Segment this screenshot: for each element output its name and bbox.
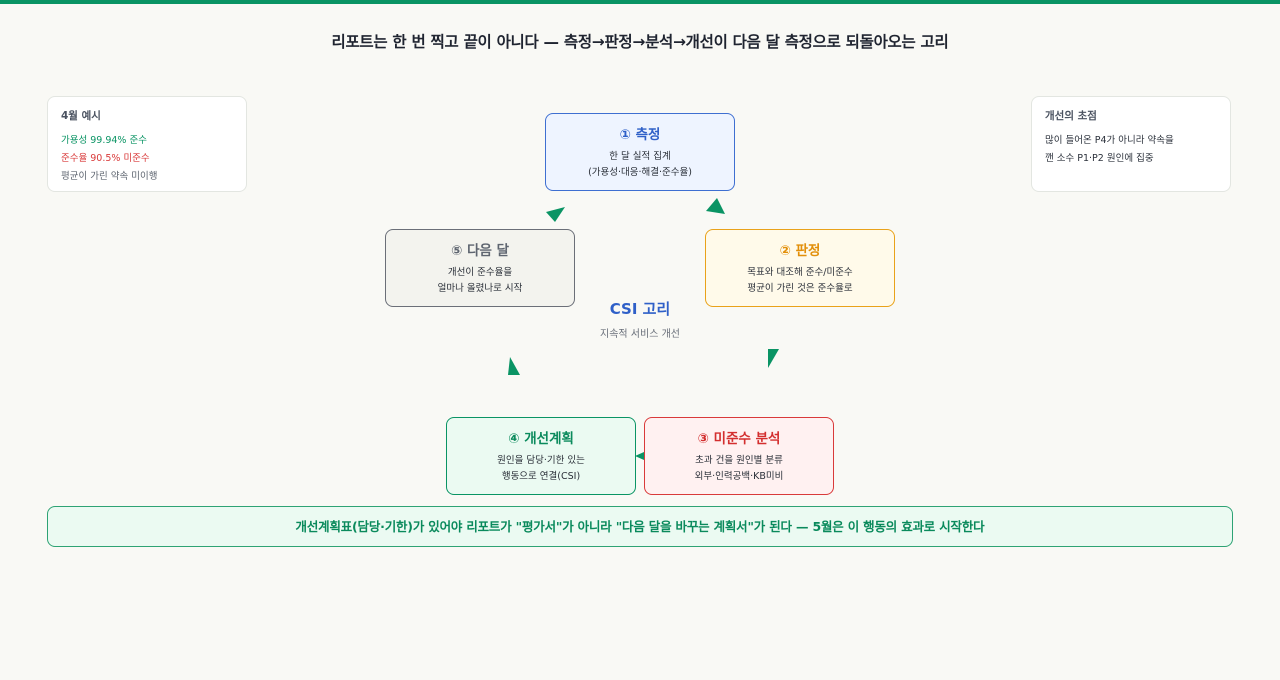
node-plan-line-2: 행동으로 연결(CSI) <box>501 471 581 482</box>
node-plan-title: ④ 개선계획 <box>508 431 574 447</box>
node-plan-line-1: 원인을 담당·기한 있는 <box>497 455 585 466</box>
top-accent-bar <box>0 0 1280 4</box>
example-note: 평균이 가린 약속 미이행 <box>61 171 158 182</box>
focus-card: 개선의 초점 많이 들어온 P4가 아니라 약속을 깬 소수 P1·P2 원인에… <box>1031 96 1231 192</box>
node-judge-title: ② 판정 <box>779 243 821 259</box>
node-measure-line-1: 한 달 실적 집계 <box>609 151 671 162</box>
page-title: 리포트는 한 번 찍고 끝이 아니다 — 측정→판정→분석→개선이 다음 달 측… <box>331 33 949 51</box>
example-card: 4월 예시 가용성 99.94% 준수 준수율 90.5% 미준수 평균이 가린… <box>47 96 247 192</box>
node-analysis-line-1: 초과 건을 원인별 분류 <box>695 455 783 466</box>
node-analysis: ③ 미준수 분석 초과 건을 원인별 분류 외부·인력공백·KB미비 <box>644 417 834 495</box>
node-next-month-line-2: 얼마나 올렸나로 시작 <box>437 283 523 294</box>
focus-line-2: 깬 소수 P1·P2 원인에 집중 <box>1045 153 1154 164</box>
example-card-heading: 4월 예시 <box>61 110 101 122</box>
arrow-judge-to-analysis <box>768 349 779 368</box>
node-judge-line-2: 평균이 가린 것은 준수율로 <box>747 283 853 294</box>
summary-banner: 개선계획표(담당·기한)가 있어야 리포트가 "평가서"가 아니라 "다음 달을… <box>47 506 1233 547</box>
example-compliance: 준수율 90.5% 미준수 <box>61 153 150 164</box>
arrow-measure-to-judge <box>706 198 725 214</box>
node-analysis-line-2: 외부·인력공백·KB미비 <box>694 471 784 482</box>
node-judge-line-1: 목표와 대조해 준수/미준수 <box>747 267 853 278</box>
focus-line-1: 많이 들어온 P4가 아니라 약속을 <box>1045 135 1174 146</box>
node-next-month: ⑤ 다음 달 개선이 준수율을 얼마나 올렸나로 시작 <box>385 229 575 307</box>
cycle-title: CSI 고리 <box>609 300 671 318</box>
node-next-month-line-1: 개선이 준수율을 <box>447 267 513 278</box>
arrow-next-to-measure <box>546 207 565 222</box>
node-plan: ④ 개선계획 원인을 담당·기한 있는 행동으로 연결(CSI) <box>446 417 636 495</box>
arrow-analysis-to-plan <box>635 452 644 460</box>
node-measure-line-2: (가용성·대응·해결·준수율) <box>588 167 692 178</box>
example-availability: 가용성 99.94% 준수 <box>61 135 147 146</box>
cycle-subtitle: 지속적 서비스 개선 <box>600 329 680 340</box>
node-measure: ① 측정 한 달 실적 집계 (가용성·대응·해결·준수율) <box>545 113 735 191</box>
node-judge: ② 판정 목표와 대조해 준수/미준수 평균이 가린 것은 준수율로 <box>705 229 895 307</box>
arrow-plan-to-next <box>508 357 520 375</box>
focus-card-heading: 개선의 초점 <box>1045 110 1097 122</box>
node-analysis-title: ③ 미준수 분석 <box>697 431 781 447</box>
node-next-month-title: ⑤ 다음 달 <box>450 243 510 259</box>
node-measure-title: ① 측정 <box>619 127 661 143</box>
